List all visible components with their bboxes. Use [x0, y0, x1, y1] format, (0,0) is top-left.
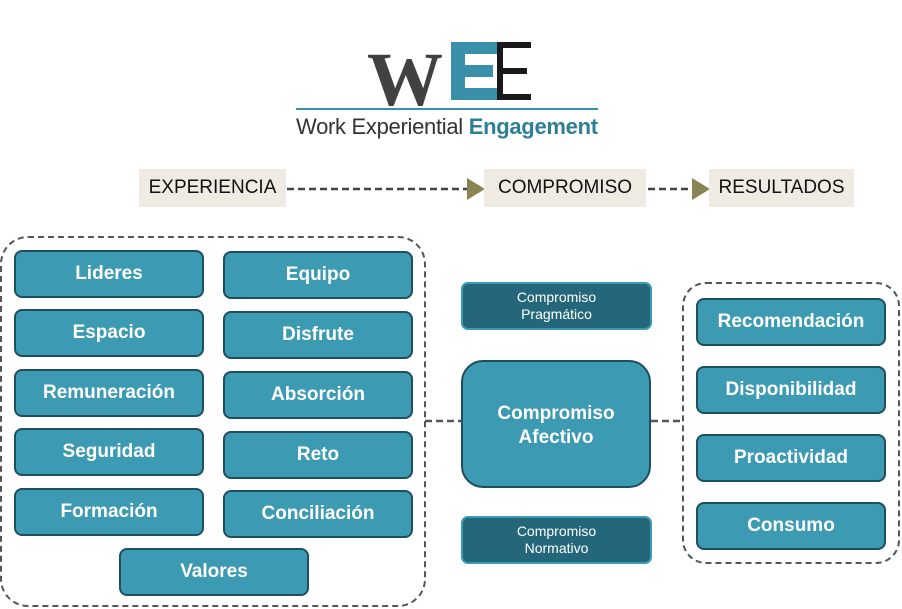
factor-reto: Reto — [223, 431, 413, 479]
resultado-consumo: Consumo — [696, 502, 886, 550]
compromiso-pragmatico-line1: Compromiso — [516, 289, 597, 305]
experiencia-container — [0, 236, 426, 607]
compromiso-afectivo-line2: Afectivo — [518, 427, 594, 448]
factor-formacion: Formación — [14, 488, 204, 536]
factor-espacio: Espacio — [14, 309, 204, 357]
factor-equipo: Equipo — [223, 251, 413, 299]
resultado-proactividad: Proactividad — [696, 434, 886, 482]
wee-logo: W — [367, 42, 537, 118]
factor-valores: Valores — [119, 548, 309, 596]
logo-subtitle-work: Work — [296, 114, 352, 139]
compromiso-normativo-box: Compromiso Normativo — [461, 516, 652, 564]
arrowhead-compromiso — [467, 178, 485, 200]
arrowhead-resultados — [692, 178, 710, 200]
compromiso-afectivo-line1: Compromiso — [497, 403, 615, 424]
factor-remuneracion: Remuneración — [14, 369, 204, 417]
compromiso-pragmatico-line2: Pragmático — [521, 306, 592, 322]
label-compromiso: COMPROMISO — [484, 169, 646, 207]
logo-letter-e-black — [497, 42, 531, 100]
factor-lideres: Lideres — [14, 250, 204, 298]
resultado-disponibilidad: Disponibilidad — [696, 366, 886, 414]
logo-subtitle-engagement: Engagement — [468, 114, 598, 139]
factor-seguridad: Seguridad — [14, 428, 204, 476]
factor-absorcion: Absorción — [223, 371, 413, 419]
logo-subtitle-experiential: Experiential — [351, 114, 469, 139]
label-experiencia: EXPERIENCIA — [139, 169, 286, 207]
compromiso-normativo-line1: Compromiso — [516, 523, 597, 539]
factor-disfrute: Disfrute — [223, 311, 413, 359]
resultado-recomendacion: Recomendación — [696, 298, 886, 346]
compromiso-afectivo-box: Compromiso Afectivo — [461, 360, 651, 488]
compromiso-normativo-line2: Normativo — [524, 540, 589, 556]
resultados-container — [682, 282, 900, 564]
logo-subtitle: Work Experiential Engagement — [296, 114, 616, 140]
label-resultados: RESULTADOS — [709, 169, 854, 207]
factor-conciliacion: Conciliación — [223, 490, 413, 538]
logo-letter-e-teal — [451, 42, 497, 100]
logo-letter-w: W — [367, 38, 443, 122]
compromiso-pragmatico-box: Compromiso Pragmático — [461, 282, 652, 330]
logo-underline — [296, 108, 598, 110]
